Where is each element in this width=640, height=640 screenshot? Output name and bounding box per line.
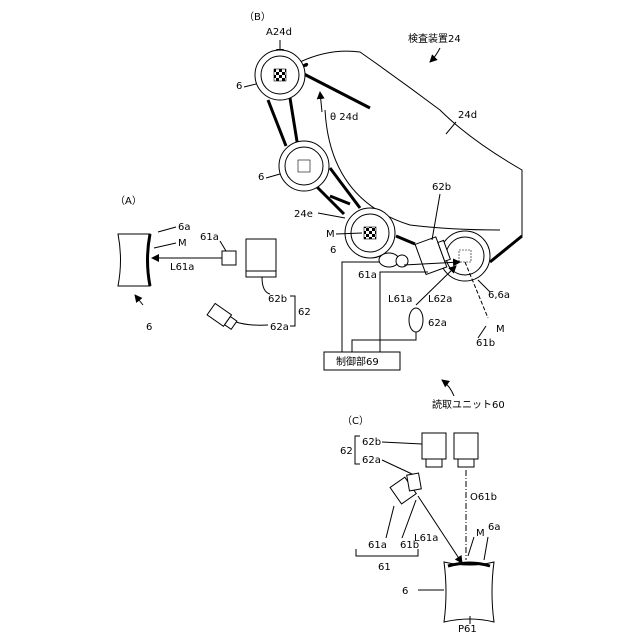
label-control: 制御部69	[336, 355, 379, 368]
label-6a: 6a	[178, 222, 191, 233]
label-M-band	[148, 234, 151, 286]
label-device: 検査装置24	[408, 32, 461, 45]
label-L61a: L61a	[170, 262, 194, 273]
arrow-6	[135, 295, 143, 305]
label-6-6a: 6,6a	[488, 290, 510, 301]
label-62b: 62b	[268, 294, 287, 305]
panel-a-title: （A）	[115, 195, 142, 207]
panel-b-title: （B）	[244, 11, 271, 23]
label-M: M	[178, 238, 187, 249]
leader-6a	[158, 227, 176, 232]
panel-b: （B） A24d 検査装置24 θ 24d 24d 6 6	[236, 11, 522, 411]
leader-6-6a	[478, 280, 490, 292]
label-6-mid: 6	[258, 172, 264, 183]
camera-61a	[222, 251, 236, 265]
label-M-low: M	[326, 229, 335, 240]
label-61a: 61a	[200, 232, 219, 243]
label-62a-b: 62a	[428, 318, 447, 329]
panel-c-title: （C）	[342, 415, 369, 427]
label-6-top: 6	[236, 81, 242, 92]
label-61a-b: 61a	[358, 270, 377, 281]
label-61-c: 61	[378, 562, 391, 573]
label-M-b2: M	[496, 324, 505, 335]
leader-24d	[446, 122, 456, 134]
light-L61a-c	[418, 496, 462, 563]
label-6-c: 6	[402, 586, 408, 597]
leader-62a-c	[382, 460, 412, 474]
leader-24e	[318, 213, 345, 218]
leader-61a-c	[386, 506, 394, 538]
label-61a-c: 61a	[368, 540, 387, 551]
label-6a-c: 6a	[488, 522, 501, 533]
label-62b-c: 62b	[362, 437, 381, 448]
arrow-device	[430, 48, 440, 62]
label-P61: P61	[458, 624, 477, 635]
rotary-table-inner-arc	[325, 110, 500, 230]
leader-61b	[478, 326, 486, 338]
container-mid	[279, 141, 329, 191]
leader-62a	[236, 322, 268, 325]
leader-62b-c	[382, 442, 422, 444]
label-reader: 読取ユニット60	[432, 398, 505, 411]
label-A24d: A24d	[266, 27, 292, 38]
label-24e: 24e	[294, 209, 313, 220]
label-62a: 62a	[270, 322, 289, 333]
label-61b-c: 61b	[400, 540, 419, 551]
label-6-low: 6	[330, 245, 336, 256]
leader-62b	[262, 277, 270, 294]
label-24d: 24d	[458, 110, 477, 121]
label-M-c: M	[476, 528, 485, 539]
camera-62a	[207, 303, 238, 331]
camera-62b	[246, 239, 276, 271]
bracket-62	[290, 296, 295, 326]
camera-61b-c-lens	[458, 459, 474, 467]
label-62-c: 62	[340, 446, 353, 457]
panel-a: （A） 6a 61a M L61a 62b 62 62a 6	[115, 195, 311, 333]
label-62: 62	[298, 307, 311, 318]
label-O61b: O61b	[470, 492, 497, 503]
label-L62a: L62a	[428, 294, 452, 305]
camera-62a-c	[407, 473, 422, 491]
label-theta: θ 24d	[330, 112, 358, 123]
label-L61a-b: L61a	[388, 294, 412, 305]
leader-6-mid	[266, 174, 280, 178]
label-62b-b: 62b	[432, 182, 451, 193]
leader-M	[154, 243, 176, 248]
leader-62b-b	[432, 194, 440, 240]
camera-61b-c	[454, 433, 478, 459]
label-6: 6	[146, 322, 152, 333]
panel-c: （C） 62b 62 62a O61	[340, 415, 501, 635]
camera-62b-c-lens	[426, 459, 442, 467]
leader-M-c	[468, 537, 474, 556]
camera-62b-c	[422, 433, 446, 459]
rotary-table-outline	[300, 51, 522, 236]
leader-61a	[220, 241, 226, 251]
camera-62b-lens	[246, 271, 276, 277]
container-top	[255, 50, 305, 100]
container-6-c	[444, 562, 494, 622]
arrow-reader	[442, 380, 454, 396]
bracket-62-c	[355, 436, 360, 464]
label-61b: 61b	[476, 338, 495, 349]
arrow-theta	[320, 92, 322, 112]
camera-62a-b	[409, 308, 423, 332]
container-6	[118, 234, 150, 286]
label-62a-c: 62a	[362, 455, 381, 466]
wire-62a	[352, 332, 416, 352]
leader-6-top	[244, 84, 256, 87]
leader-6a-c	[484, 537, 488, 560]
